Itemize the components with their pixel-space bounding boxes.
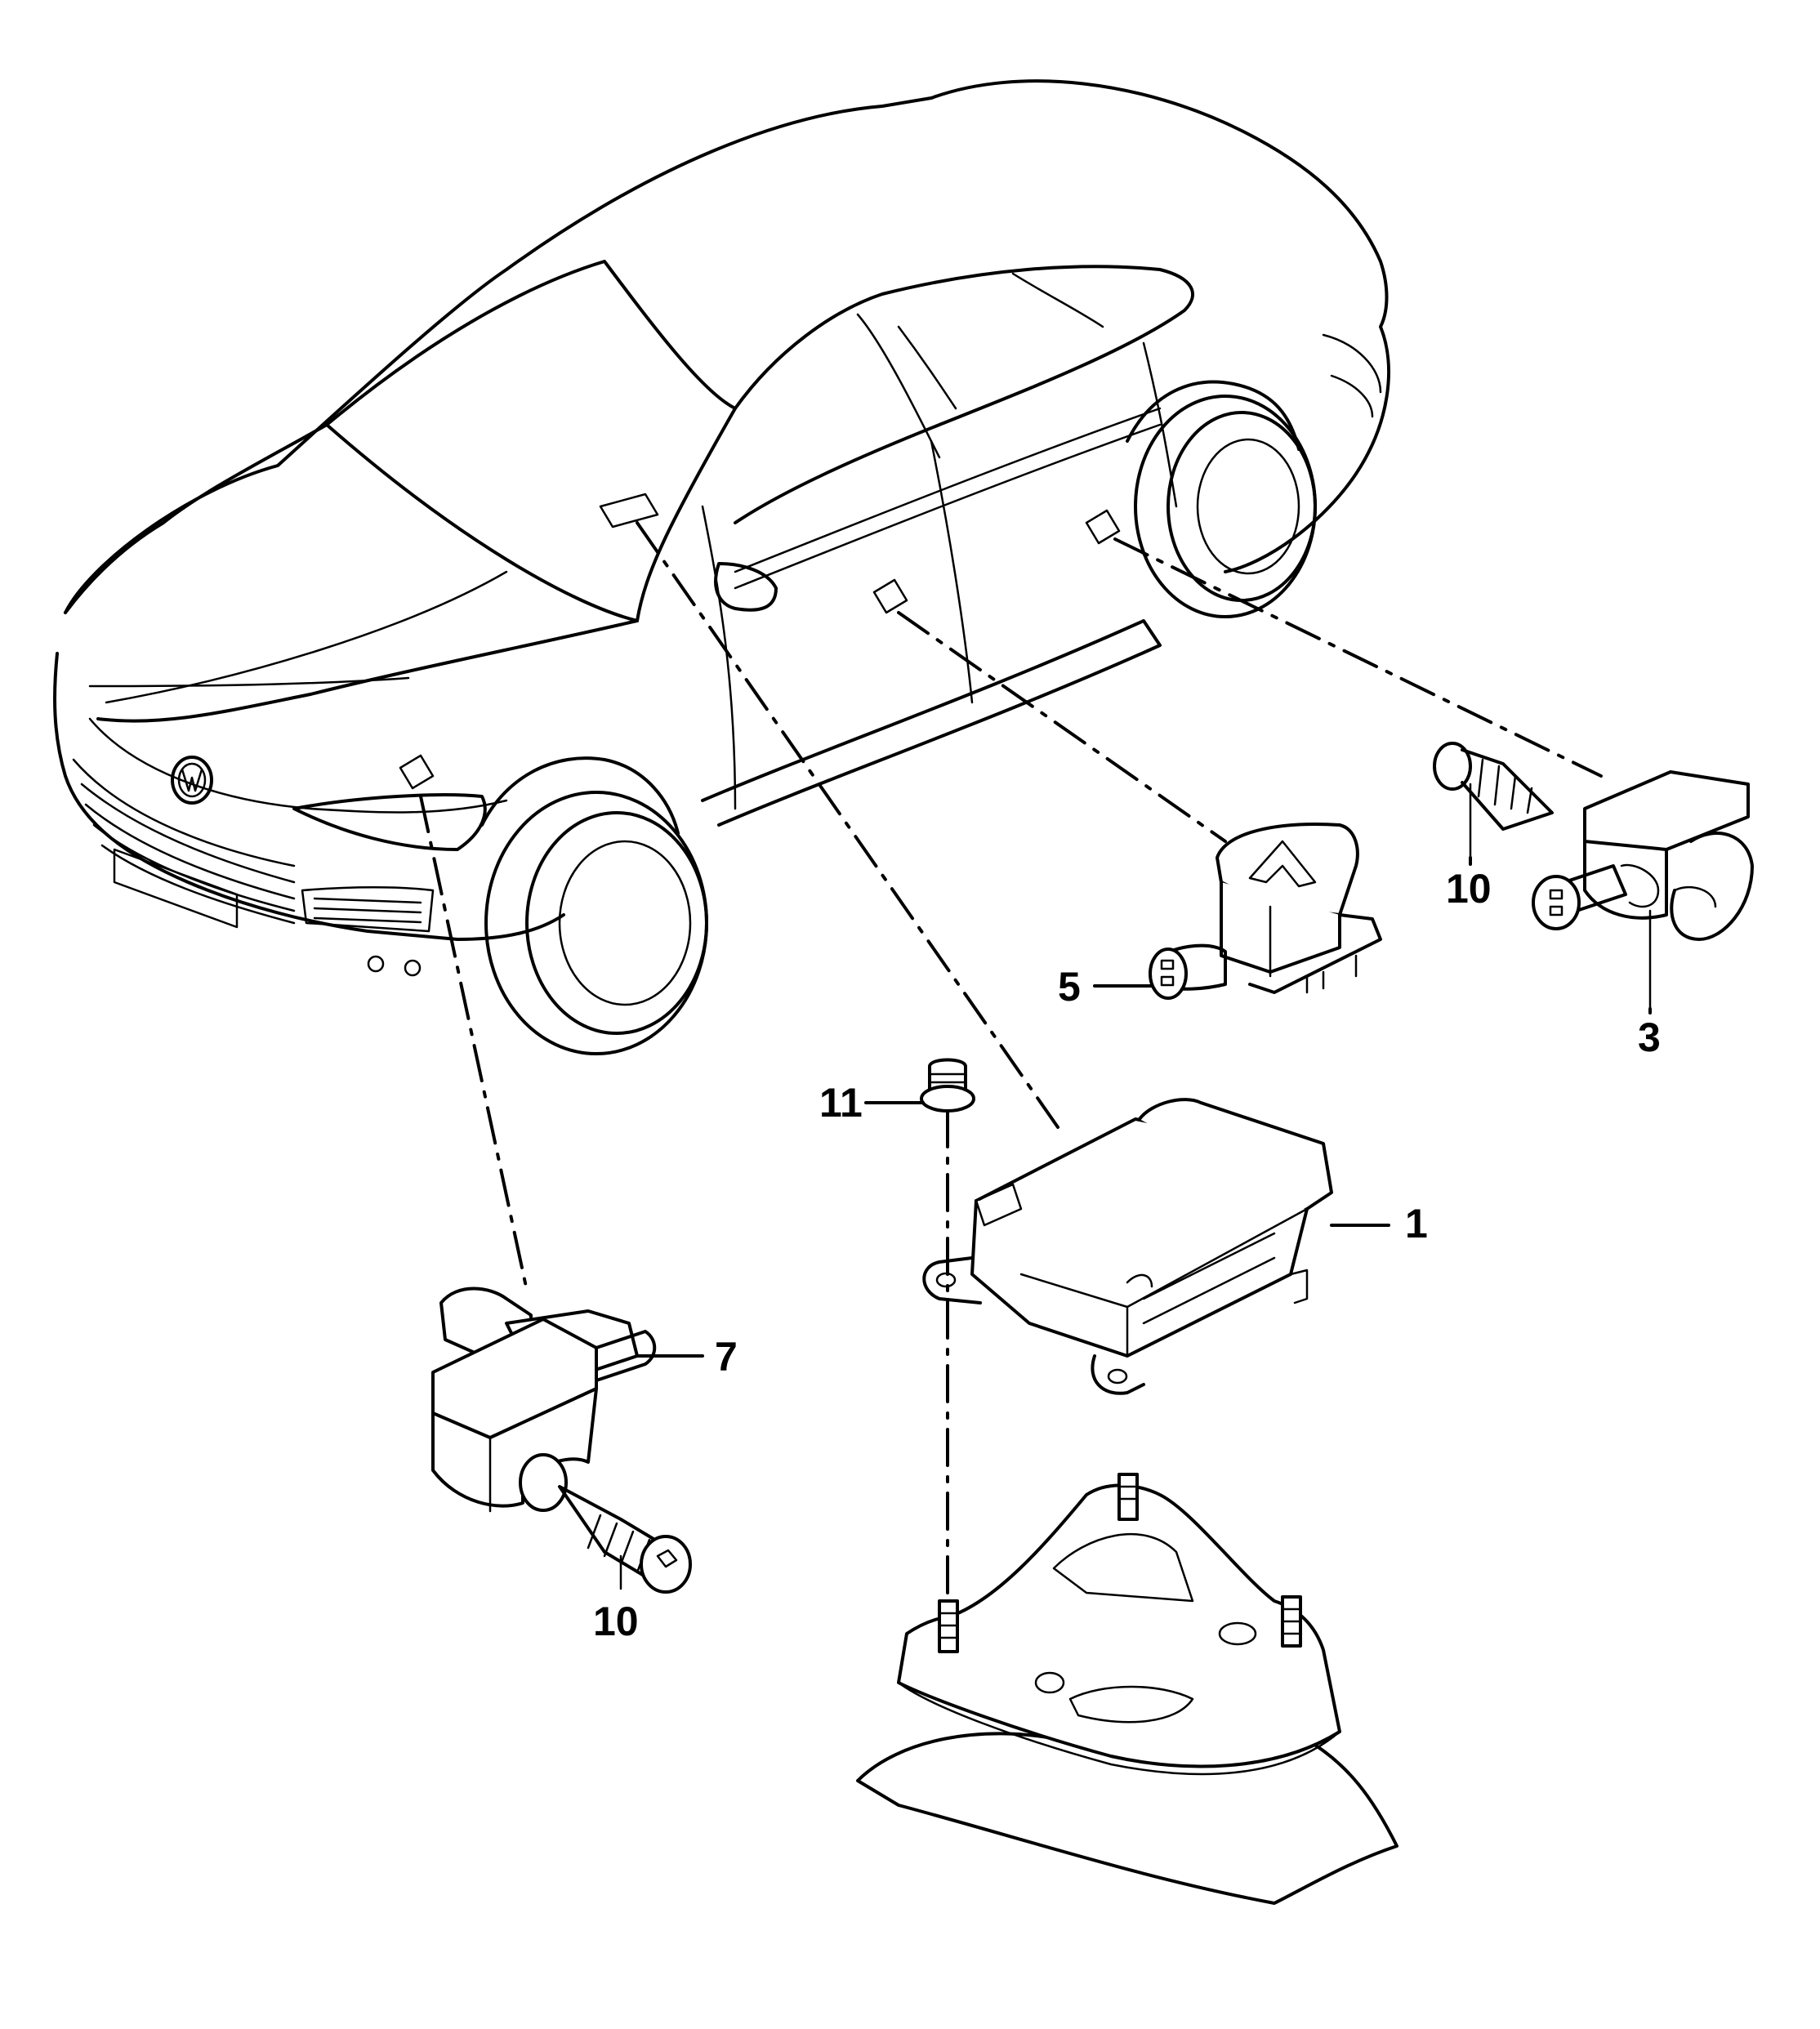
car-illustration <box>53 79 1390 1055</box>
callout-leaders <box>864 856 1652 1104</box>
part-3-rear-sensor <box>1532 770 1754 1010</box>
callout-1: 1 <box>1405 1201 1428 1246</box>
callout-10-right: 10 <box>1446 866 1492 912</box>
part-11-nut <box>920 1058 975 1113</box>
callout-7: 7 <box>715 1334 738 1380</box>
mounting-bracket <box>856 1473 1398 1905</box>
part-7-front-sensor <box>431 1287 704 1513</box>
part-10-screw-right <box>1433 742 1554 859</box>
vw-logo-icon <box>171 756 213 805</box>
part-10-screw-left <box>558 1485 692 1594</box>
callout-3: 3 <box>1638 1014 1661 1060</box>
callout-5: 5 <box>1058 964 1081 1010</box>
callout-labels: 1 3 5 7 10 10 11 <box>593 866 1661 1644</box>
part-5-side-impact-sensor <box>1149 823 1382 1000</box>
leader-lines <box>419 521 1603 1603</box>
callout-10-left: 10 <box>593 1599 639 1644</box>
part-1-airbag-control-unit <box>922 1098 1390 1395</box>
callout-11: 11 <box>819 1080 863 1126</box>
